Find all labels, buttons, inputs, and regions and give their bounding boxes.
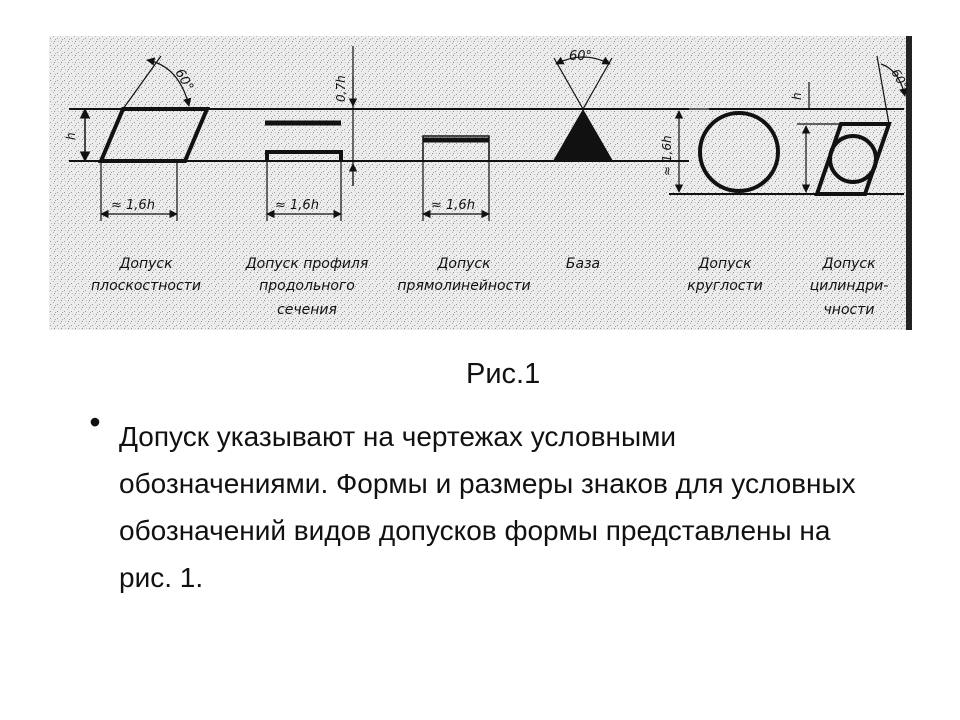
base-symbol: 60° — [553, 49, 613, 161]
height-label-h: h — [64, 132, 78, 140]
label-profile-line3: сечения — [277, 302, 337, 318]
label-cylindricity-line2: цилиндри- — [810, 278, 889, 294]
offset-label: 0,7h — [334, 75, 348, 102]
label-straightness-line1: Допуск — [436, 256, 491, 272]
figure-caption: Рис.1 — [466, 358, 541, 390]
roundness-symbol: ≈ 1,6h — [660, 108, 780, 193]
label-straightness-line2: прямолинейности — [397, 278, 530, 294]
label-cylindricity-line3: чности — [824, 302, 875, 318]
flatness-symbol: h ≈ 1,6h 60° — [64, 55, 211, 221]
label-profile-line1: Допуск профиля — [245, 256, 369, 272]
roundness-height-label: ≈ 1,6h — [660, 135, 674, 176]
base-angle-label: 60° — [569, 49, 592, 64]
label-roundness-line2: круглости — [687, 278, 762, 294]
bullet-text: Допуск указывают на чертежах условными о… — [119, 421, 856, 593]
label-profile-line2: продольного — [259, 278, 355, 294]
figure-background — [49, 36, 912, 330]
profile-width-label: ≈ 1,6h — [275, 198, 319, 213]
cylindricity-height-label: h — [790, 92, 804, 100]
label-flatness-line1: Допуск — [118, 256, 173, 272]
profile-symbol: ≈ 1,6h 0,7h — [265, 46, 358, 221]
tolerance-symbols-figure: h ≈ 1,6h 60° ≈ 1,6h 0,7h ≈ 1,6h 60° — [49, 36, 912, 330]
straightness-symbol: ≈ 1,6h — [422, 135, 490, 221]
figure-right-edge — [906, 36, 912, 330]
label-flatness-line2: плоскостности — [91, 278, 201, 294]
label-roundness-line1: Допуск — [697, 256, 752, 272]
straightness-width-label: ≈ 1,6h — [431, 198, 475, 213]
flatness-width-label: ≈ 1,6h — [111, 198, 155, 213]
label-cylindricity-line1: Допуск — [821, 256, 876, 272]
label-base: База — [566, 256, 600, 272]
bullet-marker: • — [89, 404, 101, 440]
